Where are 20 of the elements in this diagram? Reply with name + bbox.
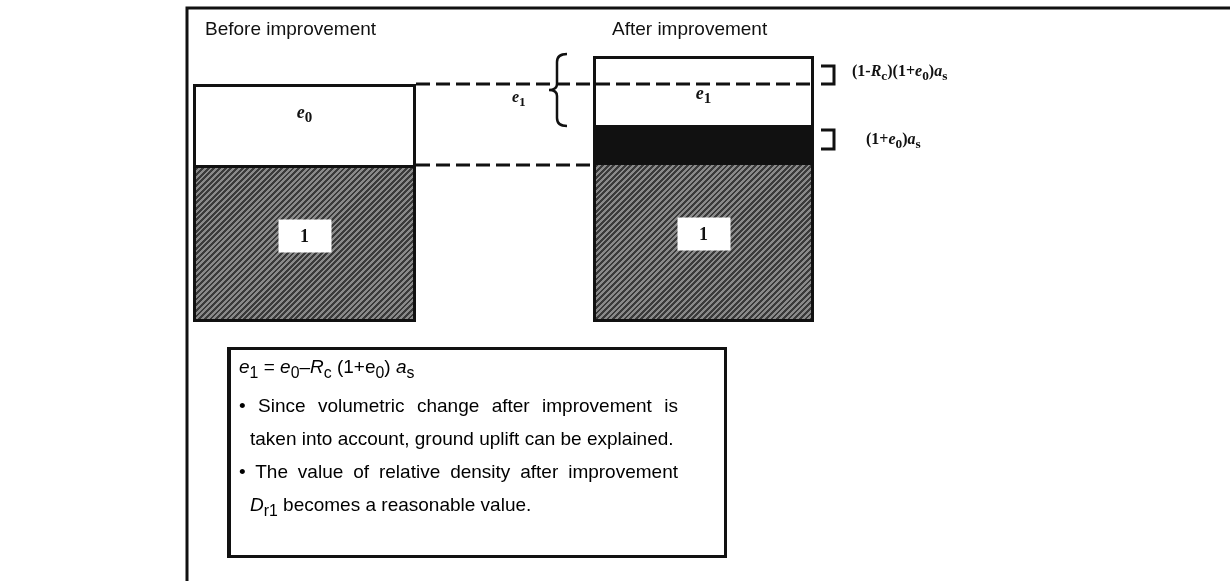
bullet-text: • The value of relative density after improvement D$_{r1}$ becomes a reasonable value. bbox=[239, 459, 678, 521]
void-ratio-label: e$_{0}$ bbox=[296, 102, 313, 127]
soil-solids-layer bbox=[593, 165, 814, 322]
equation-text: e$_{1}$ = e$_{0}$–R$_{c}$ (1+e$_{0}$) a$_{s}$ bbox=[239, 355, 416, 383]
compacted-layer bbox=[593, 125, 814, 168]
column-heading: Before improvement bbox=[205, 18, 377, 40]
void-layer bbox=[593, 56, 814, 128]
soil-solids-layer bbox=[193, 165, 416, 322]
void-ratio-label: e$_{1}$ bbox=[695, 83, 712, 108]
bullet-text: • Since volumetric change after improvement is taken into account, ground uplift can be explained. bbox=[239, 393, 678, 451]
value-label: 1 bbox=[278, 219, 331, 253]
void-layer bbox=[193, 84, 416, 168]
bracket-label: e$_{1}$ bbox=[512, 88, 526, 111]
bracket-label: (1+e$_{0}$)a$_{s}$ bbox=[866, 130, 921, 153]
dashed-line bbox=[416, 163, 593, 167]
dashed-line bbox=[416, 82, 593, 86]
bracket-label: (1-R$_{c}$)(1+e$_{0}$)a$_{s}$ bbox=[852, 62, 948, 85]
value-label: 1 bbox=[677, 217, 730, 251]
note-box bbox=[227, 347, 727, 558]
column-heading: After improvement bbox=[612, 18, 768, 40]
